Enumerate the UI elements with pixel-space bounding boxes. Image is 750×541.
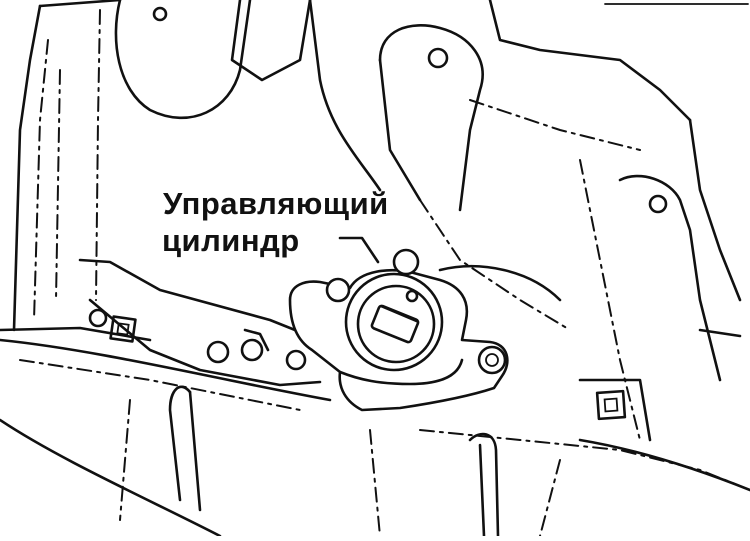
pan-rib-4: [369, 429, 381, 537]
vertical-rib-1: [95, 9, 101, 301]
cylinder-seat-arc: [438, 264, 562, 302]
pan-rib-2b: [478, 443, 486, 538]
boss-rib: [469, 99, 641, 151]
pan-rib-5: [539, 459, 561, 537]
flange-bolt-1: [88, 308, 108, 328]
pan-rib-1b: [188, 390, 202, 512]
housing-top-edge-left: [38, 0, 122, 8]
square-bolt-right: [595, 389, 627, 421]
square-bolt-left-core: [116, 322, 130, 336]
flange-bolt-4: [285, 349, 307, 371]
flange-bolt-2: [206, 340, 230, 364]
body-contour-center: [419, 199, 571, 331]
mount-boss-left-edge: [378, 58, 422, 202]
pan-edge-upper: [0, 338, 332, 402]
bolt-hole-top-left: [152, 6, 168, 22]
cylinder-bolt-right: [477, 345, 507, 375]
pan-rib-2: [468, 432, 500, 538]
square-bolt-left: [109, 315, 137, 343]
bolt-hole-boss: [427, 47, 449, 69]
label-leader-line: [338, 236, 380, 264]
flange-lower-edge: [88, 298, 322, 387]
base-edge-left: [0, 326, 152, 342]
upper-lobe-left: [114, 0, 252, 120]
mount-boss-right: [378, 24, 484, 212]
cylinder-lower-contour: [338, 358, 464, 386]
housing-top-right: [488, 0, 692, 122]
key-slot-edge: [379, 305, 419, 323]
flange-bracket: [243, 328, 270, 352]
cylinder-bolt-right-core: [485, 353, 499, 367]
flange-upper-edge: [78, 258, 322, 342]
housing-right-edge: [688, 118, 742, 302]
vertical-rib-2: [55, 69, 61, 301]
cylinder-key-slot: [370, 304, 420, 344]
flange-bolt-3: [240, 338, 264, 362]
pan-rib-1: [168, 385, 192, 502]
cylinder-bolt-top: [392, 248, 420, 276]
housing-inner-contour-left: [33, 39, 49, 321]
right-rib: [579, 159, 641, 441]
upper-ridge: [308, 0, 382, 192]
pan-curve-right: [578, 438, 750, 492]
right-tab: [698, 328, 742, 338]
right-mount-outline: [618, 174, 722, 382]
cylinder-bolt-left: [325, 277, 351, 303]
bolt-hole-right: [648, 194, 668, 214]
pan-curve-left: [0, 418, 222, 538]
upper-bracket: [230, 0, 312, 82]
square-bolt-right-core: [603, 397, 619, 413]
callout-label-line-1: Управляющий: [163, 186, 389, 221]
housing-outline-left: [12, 4, 42, 332]
right-boss-outline: [578, 378, 652, 442]
pan-edge-dashed: [19, 359, 301, 411]
pan-rib-3: [119, 399, 131, 521]
callout-label-line-2: цилиндр: [162, 223, 300, 258]
cylinder-pin: [405, 289, 419, 303]
